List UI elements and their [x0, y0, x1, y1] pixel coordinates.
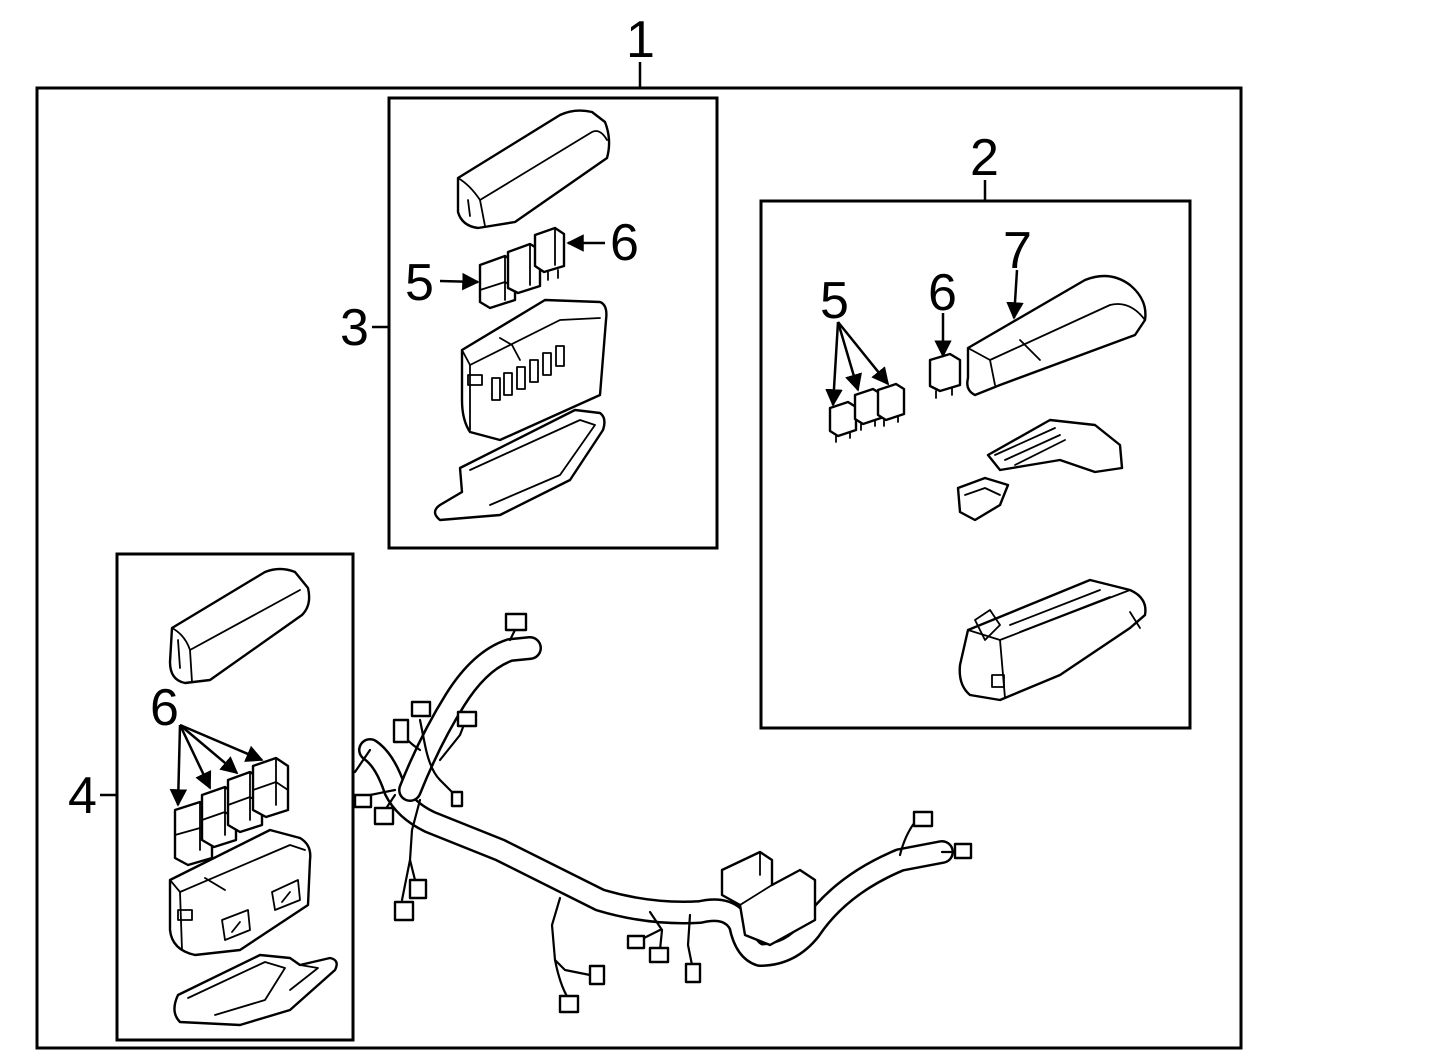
fuse-box-cover-3	[456, 109, 611, 230]
callout-6-box4: 6	[150, 679, 179, 737]
subassembly-box-3	[387, 96, 719, 550]
fuse-box-cover-7	[966, 274, 1147, 397]
callout-6-box2: 6	[928, 264, 957, 322]
fuse-box-tray-3	[433, 408, 606, 522]
callout-7: 7	[1003, 222, 1032, 280]
callout-2: 2	[970, 129, 999, 187]
fuse-block-bracket	[956, 418, 1124, 522]
subassembly-box-4	[115, 552, 355, 1042]
callout-6-box3: 6	[610, 214, 639, 272]
junction-block-base	[958, 578, 1147, 702]
callout-5-box3: 5	[405, 254, 434, 312]
fuse-box-base-4	[168, 828, 312, 957]
wiring-harness	[353, 612, 973, 1014]
fuse-box-tray-4	[173, 953, 338, 1027]
relay-6-box2	[928, 352, 962, 399]
callout-3: 3	[340, 299, 369, 357]
fuse-box-base-3	[460, 298, 608, 442]
relays-group-3	[478, 226, 566, 310]
callout-5-box2: 5	[820, 272, 849, 330]
subassembly-box-2	[759, 199, 1192, 730]
callout-4: 4	[68, 767, 97, 825]
relays-group-2	[828, 382, 906, 443]
fuse-box-cover-4	[168, 567, 311, 685]
relays-group-4	[173, 756, 290, 867]
callout-1: 1	[626, 11, 655, 69]
